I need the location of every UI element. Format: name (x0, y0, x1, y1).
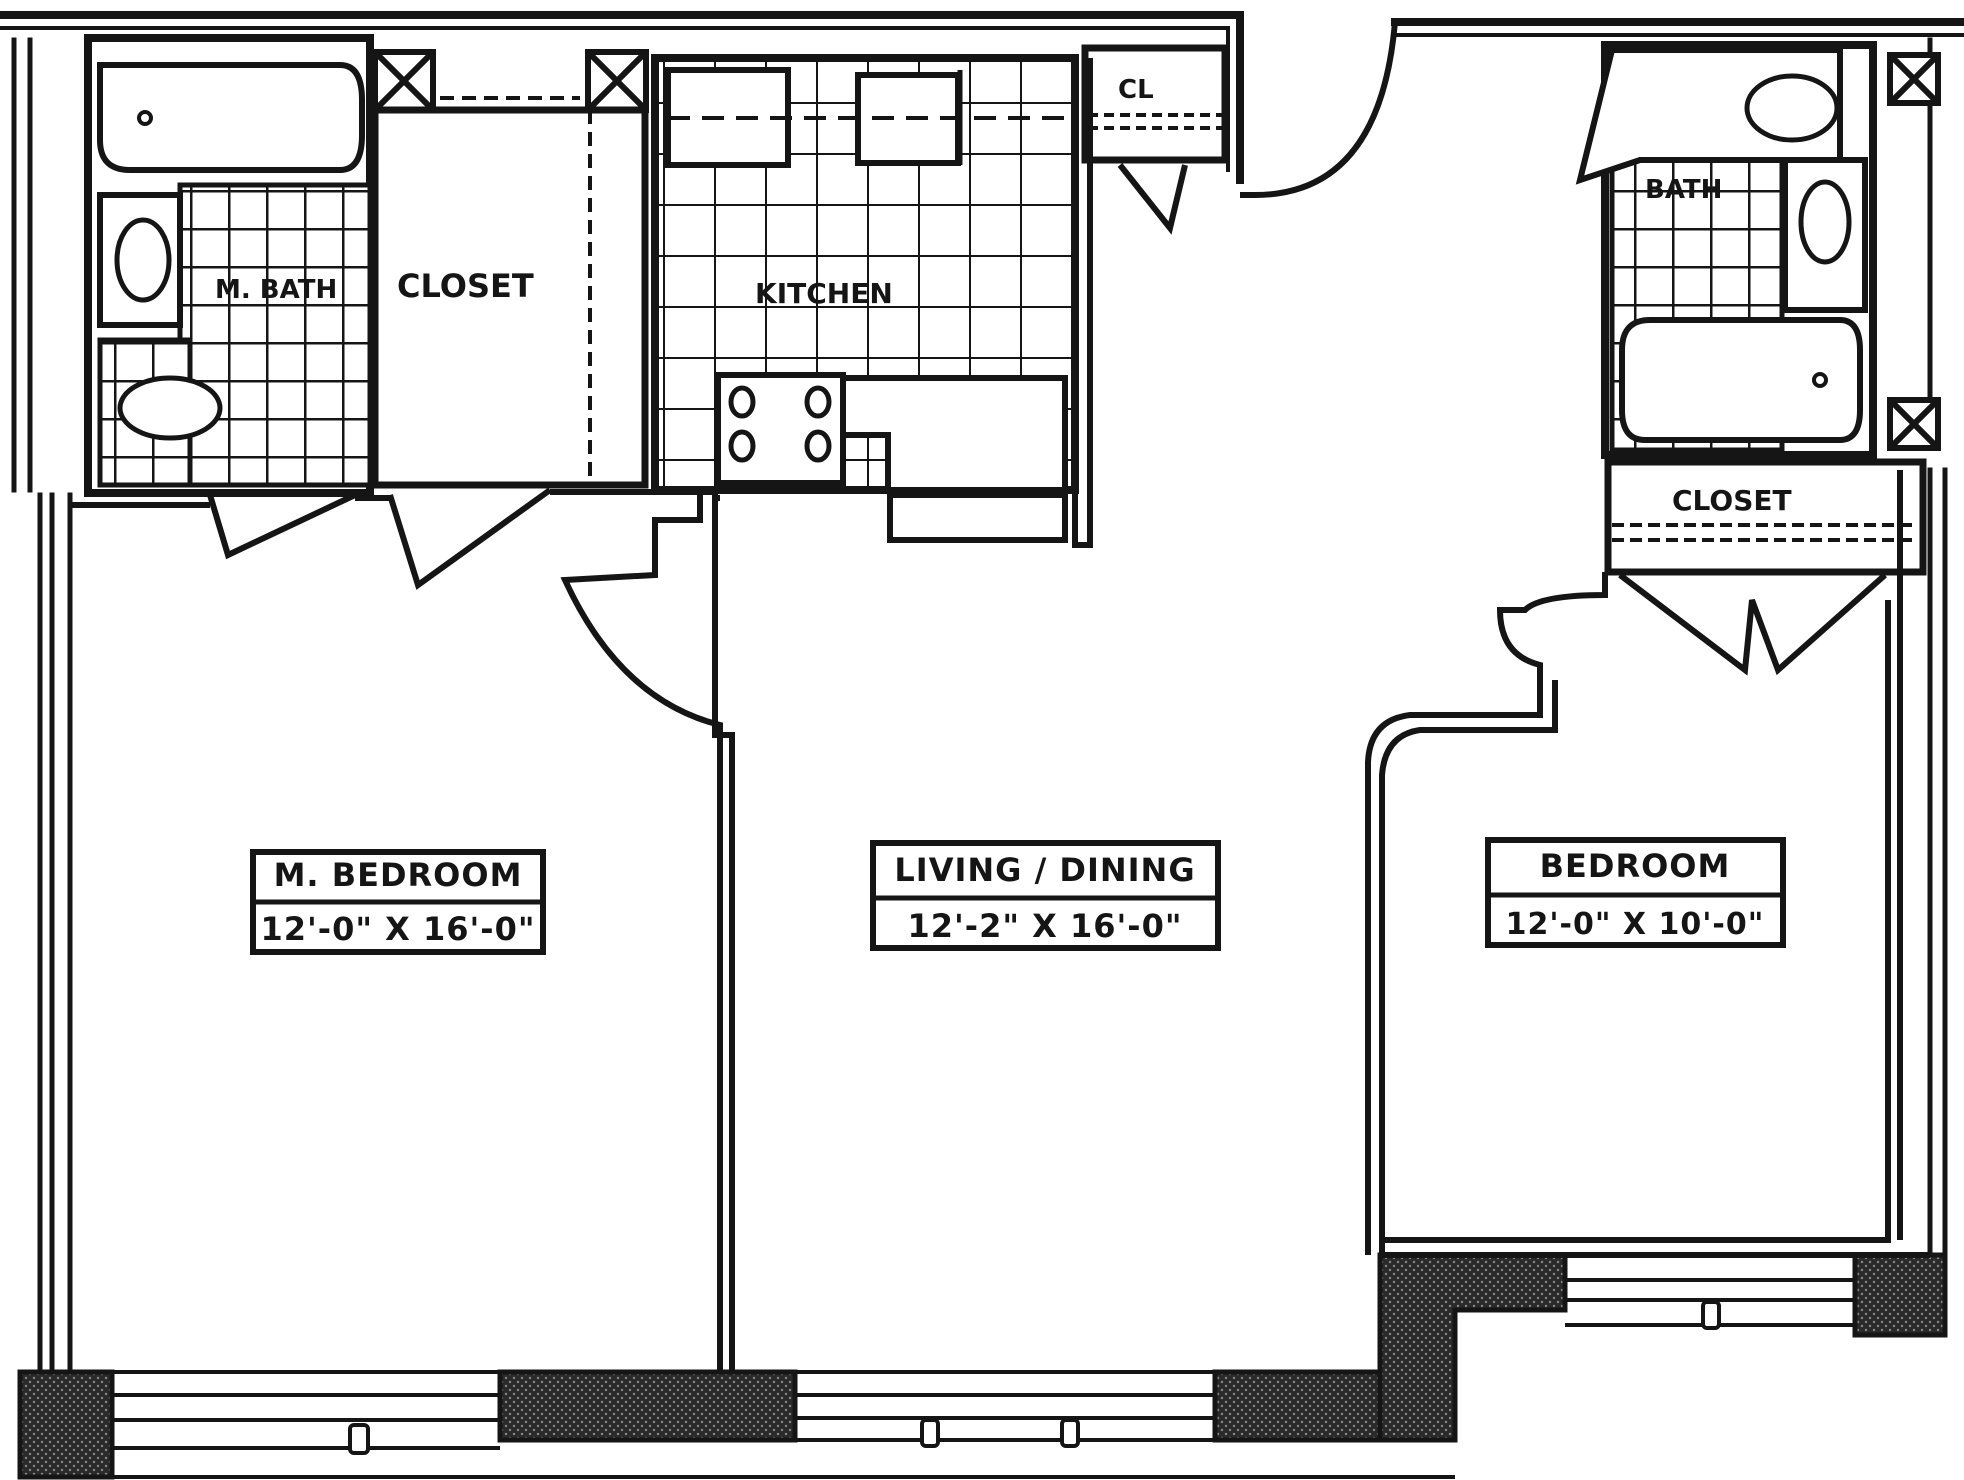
toilet-icon (117, 375, 223, 441)
sink-icon (114, 217, 172, 303)
living-dining-label: LIVING / DINING (894, 851, 1195, 889)
living-dining: LIVING / DINING 12'-2" X 16'-0" (870, 840, 1221, 951)
master-bedroom-label: M. BEDROOM (274, 856, 523, 894)
master-bath-label: M. BATH (215, 275, 337, 305)
toilet-icon (1798, 179, 1852, 265)
bottom-wall (17, 1252, 1948, 1480)
stove-icon (715, 372, 846, 486)
closet-2: CLOSET (1604, 458, 1927, 676)
exterior-walls (0, 11, 1964, 1375)
cl-closet: CL (1081, 44, 1229, 235)
master-bedroom-dims: 12'-0" X 16'-0" (260, 910, 535, 948)
bathtub-icon (97, 62, 365, 173)
bath: BATH (1575, 41, 1877, 459)
closet-2-label: CLOSET (1672, 484, 1792, 517)
master-bath: M. BATH (84, 34, 374, 560)
bedroom: BEDROOM 12'-0" X 10'-0" (1485, 837, 1786, 948)
living-dining-dims: 12'-2" X 16'-0" (907, 907, 1182, 945)
master-bedroom: M. BEDROOM 12'-0" X 16'-0" (250, 849, 546, 955)
closet-1: CLOSET (371, 96, 649, 590)
bath-label: BATH (1645, 175, 1722, 205)
bedroom-dims: 12'-0" X 10'-0" (1506, 907, 1765, 942)
kitchen-label: KITCHEN (755, 277, 893, 310)
interior-walls (70, 58, 1930, 1372)
sink-icon (1744, 73, 1840, 143)
entry-door[interactable] (1240, 21, 1398, 198)
cl-label: CL (1118, 75, 1154, 105)
bathtub-icon (1619, 317, 1863, 443)
closet-1-label: CLOSET (397, 267, 534, 305)
kitchen: KITCHEN (651, 54, 1079, 543)
bedroom-label: BEDROOM (1540, 847, 1731, 885)
